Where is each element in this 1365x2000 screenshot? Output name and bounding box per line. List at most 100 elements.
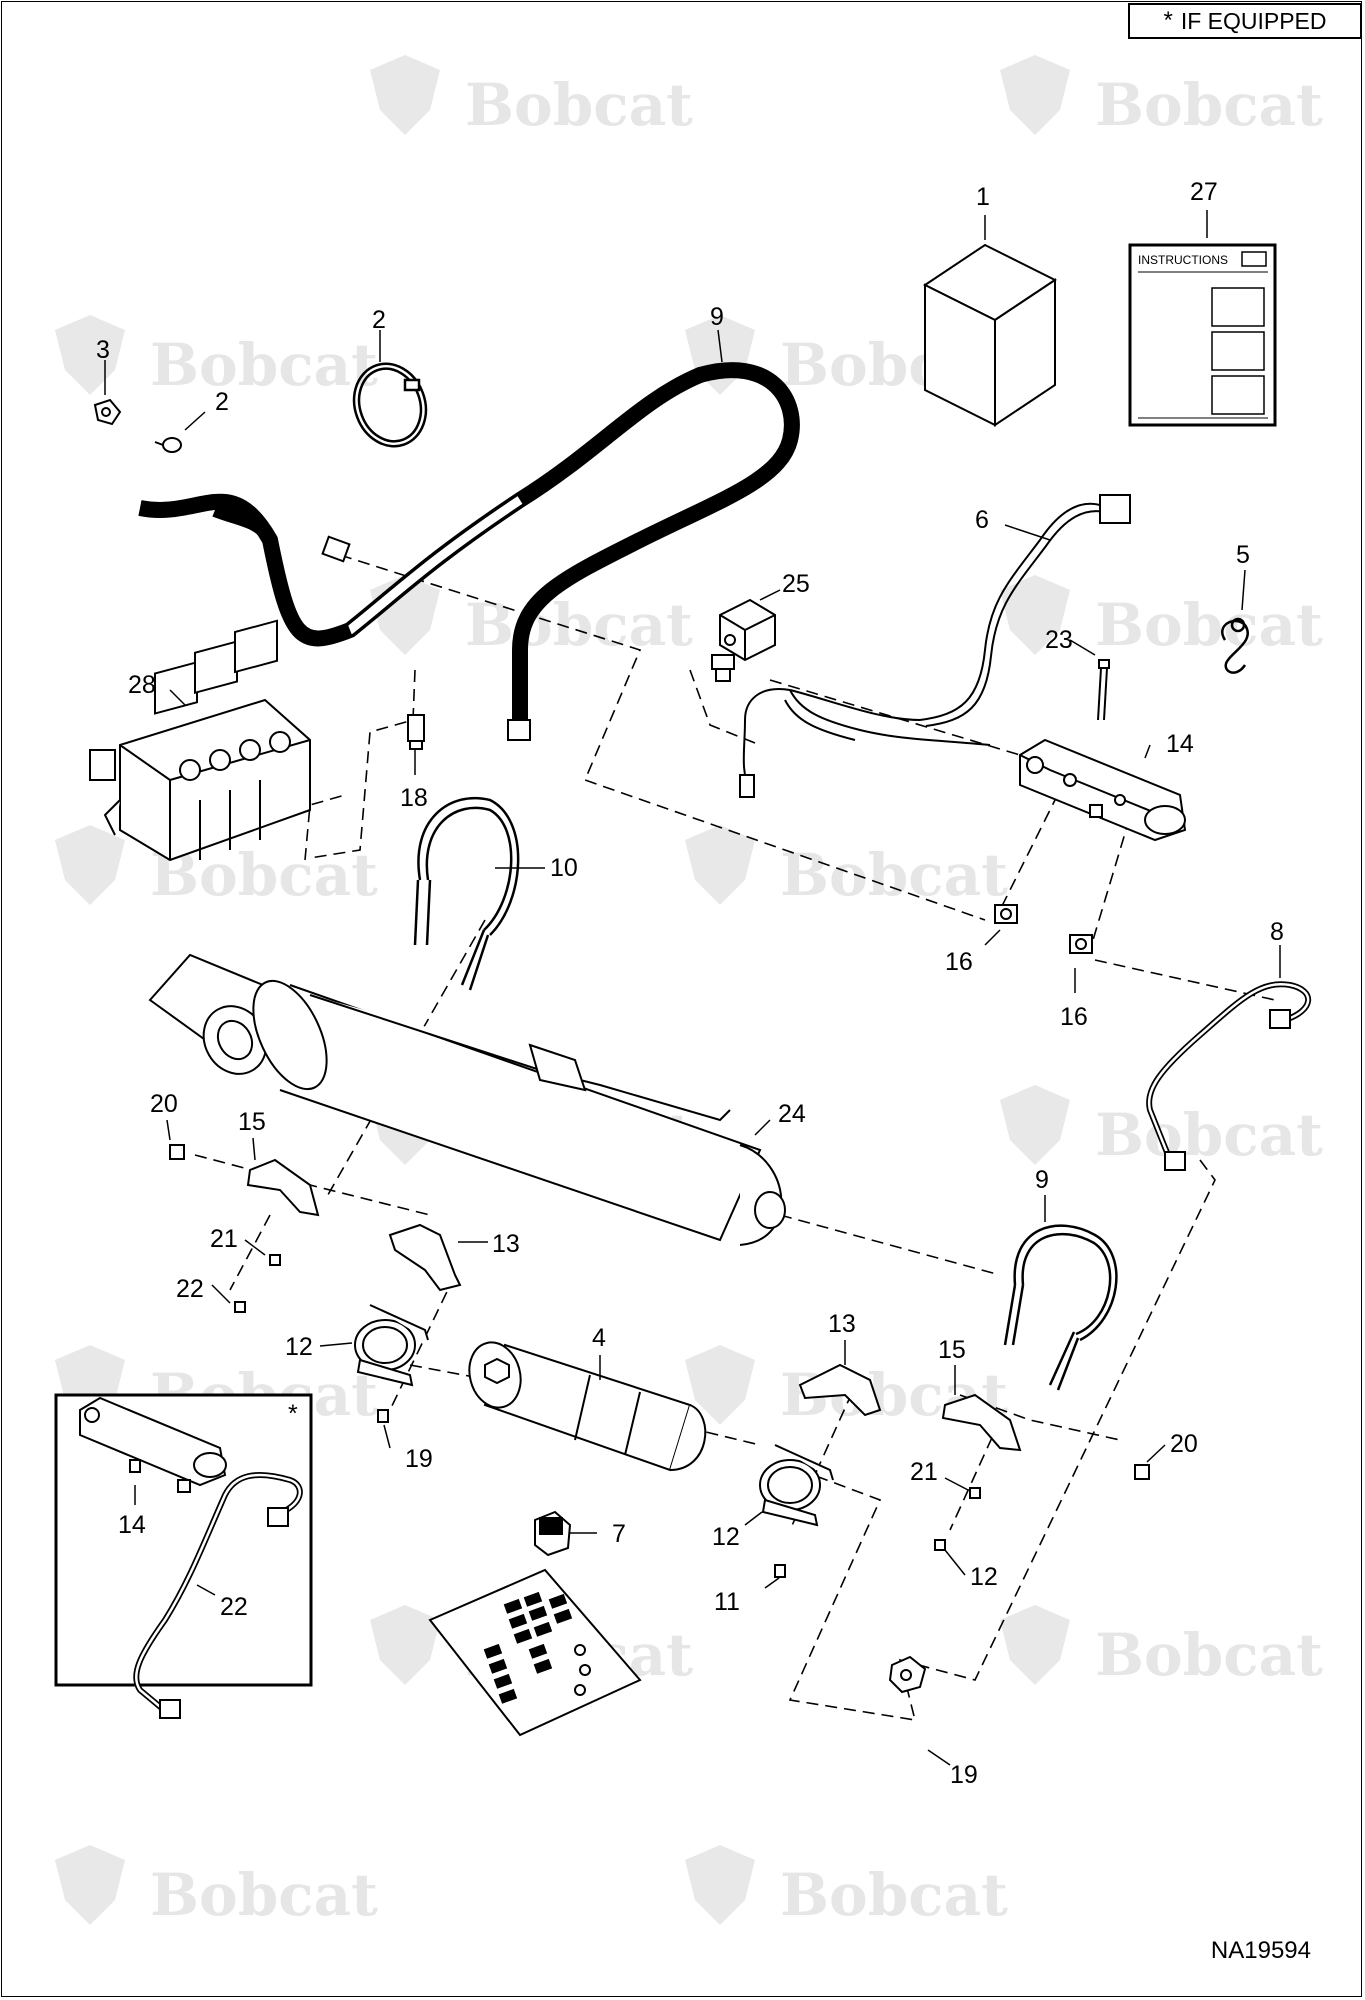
callout-4: 4	[592, 1324, 606, 1352]
tube-connection-line	[1094, 959, 1276, 1001]
watermark-text: Bobcat	[780, 1861, 1008, 1929]
instructions-sheet-part-27: INSTRUCTIONS	[1128, 243, 1277, 427]
callout-5: 5	[1236, 541, 1250, 569]
strap-clamp-part-10	[413, 796, 520, 991]
hydraulic-cylinder-part-24	[148, 953, 786, 1246]
callout-9a: 9	[710, 303, 724, 331]
bolt-part-20	[1134, 1464, 1150, 1480]
fitting-part-16	[994, 904, 1018, 924]
harness-connection-line	[769, 679, 1021, 756]
control-valve-part-28	[89, 619, 311, 862]
watermark-logo-icon	[1000, 55, 1070, 135]
watermark-logo-icon	[1000, 1085, 1070, 1165]
callout-22a: 22	[176, 1275, 204, 1303]
washer-part-21	[269, 1254, 281, 1266]
watermark-text: Bobcat	[150, 1861, 378, 1929]
callout-7: 7	[612, 1520, 626, 1548]
watermark-logo-icon	[685, 1345, 755, 1425]
inset-tube-part-11-highlight	[135, 1473, 302, 1716]
callout-13b: 13	[828, 1310, 856, 1338]
instructions-label: INSTRUCTIONS	[1138, 253, 1228, 267]
callout-16a: 16	[945, 948, 973, 976]
callout-9b: 9	[1035, 1166, 1049, 1194]
nut-part-22	[934, 1539, 946, 1551]
harness-clip-part-5	[1221, 617, 1249, 674]
callout-leader-lines	[104, 210, 1281, 1766]
bolt-part-23	[1097, 659, 1110, 721]
callout-12b: 12	[712, 1523, 740, 1551]
callout-14: 14	[1166, 730, 1194, 758]
callout-15b: 15	[938, 1336, 966, 1364]
watermark-logo-icon	[1000, 1605, 1070, 1685]
callout-13a: 13	[492, 1230, 520, 1258]
mount-bracket-part-13	[798, 1363, 882, 1417]
callout-28: 28	[128, 671, 156, 699]
callout-24: 24	[778, 1100, 806, 1128]
strap-clamp-part-9	[1003, 1224, 1118, 1391]
callout-22b: 12	[970, 1563, 998, 1591]
switch-panel-decal	[428, 1568, 642, 1737]
watermark-text: Bobcat	[1095, 1101, 1323, 1169]
callout-15a: 15	[238, 1108, 266, 1136]
callout-12a: 12	[285, 1333, 313, 1361]
legend-asterisk: *	[1163, 7, 1173, 34]
accumulator-part-4	[468, 1341, 707, 1472]
fitting-part-16	[1069, 934, 1093, 954]
optional-equipment-inset: *	[54, 1393, 313, 1719]
bolt-part-20	[169, 1144, 185, 1160]
callout-23: 23	[1045, 626, 1073, 654]
watermark-logo-icon	[55, 825, 125, 905]
callout-25: 25	[782, 570, 810, 598]
callout-27: 27	[1190, 178, 1218, 206]
fitting-connection-line	[309, 669, 416, 859]
watermark-logo-icon	[1000, 575, 1070, 655]
nut-part-22	[234, 1301, 246, 1313]
if-equipped-legend: * IF EQUIPPED	[1128, 3, 1362, 39]
watermark-text: Bobcat	[780, 841, 1008, 909]
screw-part-2	[154, 437, 182, 453]
tube-8-nut	[1269, 1009, 1291, 1029]
clip-part-3	[93, 398, 122, 426]
inset-tube-nut	[267, 1507, 289, 1527]
callout-3: 3	[96, 336, 110, 364]
callout-21a: 21	[210, 1225, 238, 1253]
watermark-text: Bobcat	[1095, 591, 1323, 659]
callout-11: 22	[220, 1593, 248, 1621]
callout-21b: 21	[910, 1458, 938, 1486]
hose-connection-line	[339, 554, 986, 921]
callout-8: 8	[1270, 918, 1284, 946]
wire-harness-part-6	[739, 494, 1131, 798]
kit-box-part-1	[923, 243, 1057, 427]
bolt-20-line	[229, 1214, 271, 1291]
pressure-switch-part-25	[711, 598, 776, 682]
hydraulic-hose-9	[138, 362, 800, 741]
callout-6: 6	[975, 506, 989, 534]
callout-14-inset: 14	[118, 1511, 146, 1539]
cable-tie-part-2	[352, 362, 428, 448]
callout-labels: 1 27 3 2 2 9 6 25 5 23 28 14 18 10 16 8 …	[96, 178, 1284, 1789]
callout-19a: 19	[405, 1445, 433, 1473]
callout-17: 19	[950, 1761, 978, 1789]
bracket-part-15	[941, 1393, 1022, 1452]
watermark-logo-icon	[685, 825, 755, 905]
sensor-connection-line	[689, 669, 761, 746]
tube-part-8-highlight	[1147, 983, 1310, 1161]
inset-valve-block-part-14	[79, 1396, 227, 1493]
elbow-fitting-part-17	[888, 1655, 927, 1694]
watermark-layer: Bobcat Bobcat Bobcat Bobcat Bobcat Bobca…	[55, 55, 1323, 1929]
watermark-logo-icon	[685, 1845, 755, 1925]
watermark-text: Bobcat	[1095, 71, 1323, 139]
switch-part-7	[534, 1510, 572, 1557]
washer-part-21	[969, 1487, 981, 1499]
bracket-13-line	[389, 1274, 456, 1411]
inset-tube-nut	[159, 1699, 181, 1719]
tube-8-nut	[1164, 1151, 1186, 1171]
callout-16b: 16	[1060, 1003, 1088, 1031]
callout-18: 18	[400, 784, 428, 812]
callout-10: 10	[550, 854, 578, 882]
valve-connection-line	[304, 794, 346, 861]
bolt-part-19	[774, 1564, 786, 1578]
inset-marker: *	[288, 1400, 298, 1428]
